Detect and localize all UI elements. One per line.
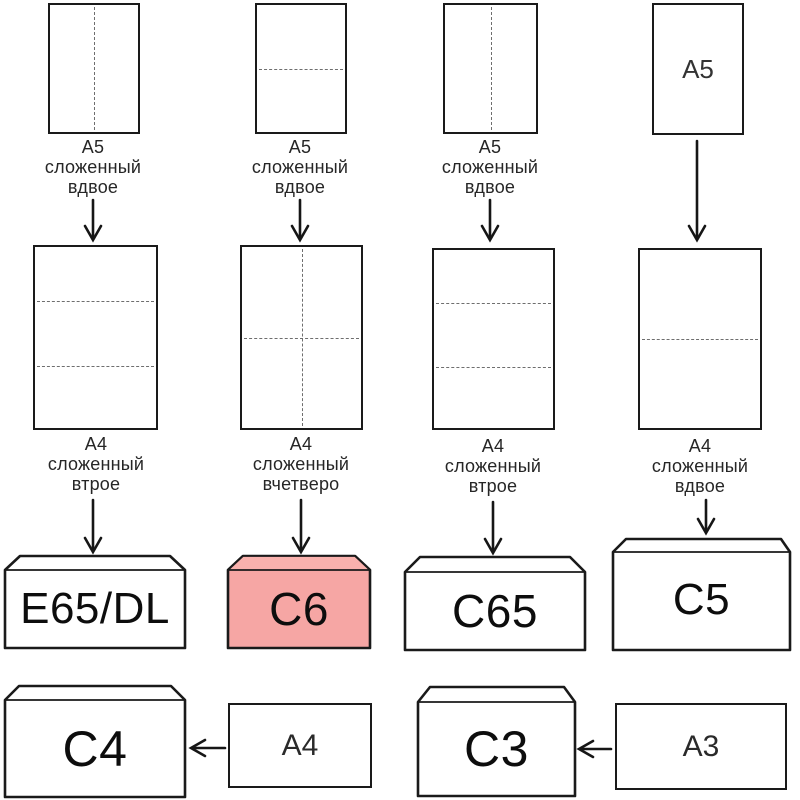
envelope-c3: [416, 685, 577, 798]
fold-line-vertical: [490, 7, 492, 130]
caption-a4-folded-in-thirds: А4 сложенный втрое: [423, 436, 563, 496]
caption-line: сложенный: [47, 454, 145, 474]
sheet-a4-fold-horizontal: [638, 248, 762, 430]
envelope-e65dl: [3, 554, 187, 650]
caption-line: вдвое: [464, 177, 516, 197]
caption-line: втрое: [71, 474, 121, 494]
envelope-label-c6: C6: [269, 583, 329, 635]
arrow-left-icon: [188, 738, 227, 758]
caption-line: сложенный: [251, 157, 349, 177]
envelope-c6-flap: [227, 555, 371, 571]
sheet-a5-fold-vertical: [48, 3, 140, 134]
caption-a5-folded-in-half: А5 сложенный вдвое: [23, 137, 163, 197]
sheet-a5-fold-horizontal: [255, 3, 347, 134]
envelope-c4: [3, 684, 187, 799]
caption-line: сложенный: [44, 157, 142, 177]
arrow-down-icon: [480, 198, 500, 243]
envelope-label-c5: C5: [672, 575, 731, 624]
caption-a5-folded-in-half: А5 сложенный вдвое: [420, 137, 560, 197]
arrow-left-icon: [576, 739, 613, 759]
caption-a4-folded-in-four: А4 сложенный вчетверо: [231, 434, 371, 494]
caption-line: А4: [289, 434, 313, 454]
fold-line-vertical: [94, 7, 95, 130]
caption-line: А5: [288, 137, 312, 157]
sheet-a5-label: А5: [682, 53, 714, 84]
fold-line-horizontal: [436, 367, 551, 369]
caption-line: А4: [481, 436, 505, 456]
envelope-c65: [403, 555, 587, 652]
fold-line-horizontal: [244, 337, 359, 339]
envelope-label-c4: C4: [62, 720, 128, 777]
caption-line: сложенный: [651, 456, 749, 476]
arrow-down-icon: [696, 498, 716, 536]
caption-line: А5: [478, 137, 502, 157]
caption-line: сложенный: [444, 456, 542, 476]
arrow-down-icon: [83, 498, 103, 555]
caption-line: А4: [688, 436, 712, 456]
arrow-down-icon: [687, 139, 707, 243]
arrow-down-icon: [483, 500, 503, 556]
fold-line-horizontal: [642, 339, 758, 340]
caption-line: вдвое: [67, 177, 119, 197]
sheet-a5-fold-vertical: [443, 3, 538, 134]
caption-line: втрое: [468, 476, 518, 496]
caption-line: А4: [84, 434, 108, 454]
caption-line: вчетверо: [262, 474, 340, 494]
sheet-a4-label: А4: [281, 728, 319, 762]
fold-line-horizontal: [436, 303, 551, 305]
sheet-a4-unfolded: А4: [228, 703, 372, 788]
caption-a5-folded-in-half: А5 сложенный вдвое: [230, 137, 370, 197]
arrow-down-icon: [290, 198, 310, 243]
caption-line: вдвое: [674, 476, 726, 496]
envelope-label-c3: C3: [464, 721, 529, 777]
sheet-a4-fold-thirds: [432, 248, 555, 430]
sheet-a4-fold-quarters: [240, 245, 363, 430]
arrow-down-icon: [291, 498, 311, 555]
caption-line: А5: [81, 137, 105, 157]
envelope-label-c65: C65: [452, 585, 538, 637]
sheet-a3-unfolded: А3: [615, 703, 787, 790]
caption-line: вдвое: [274, 177, 326, 197]
caption-line: сложенный: [441, 157, 539, 177]
sheet-a3-label: А3: [682, 729, 720, 763]
caption-a4-folded-in-half: А4 сложенный вдвое: [630, 436, 770, 496]
fold-line-horizontal: [259, 68, 343, 70]
envelope-c6: [226, 554, 372, 650]
envelope-c5: [611, 537, 792, 652]
sheet-a4-fold-thirds: [33, 245, 158, 430]
envelope-label-e65dl: E65/DL: [20, 584, 170, 633]
arrow-down-icon: [83, 198, 103, 243]
caption-line: сложенный: [252, 454, 350, 474]
caption-a4-folded-in-thirds: А4 сложенный втрое: [26, 434, 166, 494]
fold-line-horizontal: [37, 366, 154, 368]
sheet-a5-unfolded: А5: [652, 3, 744, 135]
fold-line-horizontal: [37, 301, 154, 303]
